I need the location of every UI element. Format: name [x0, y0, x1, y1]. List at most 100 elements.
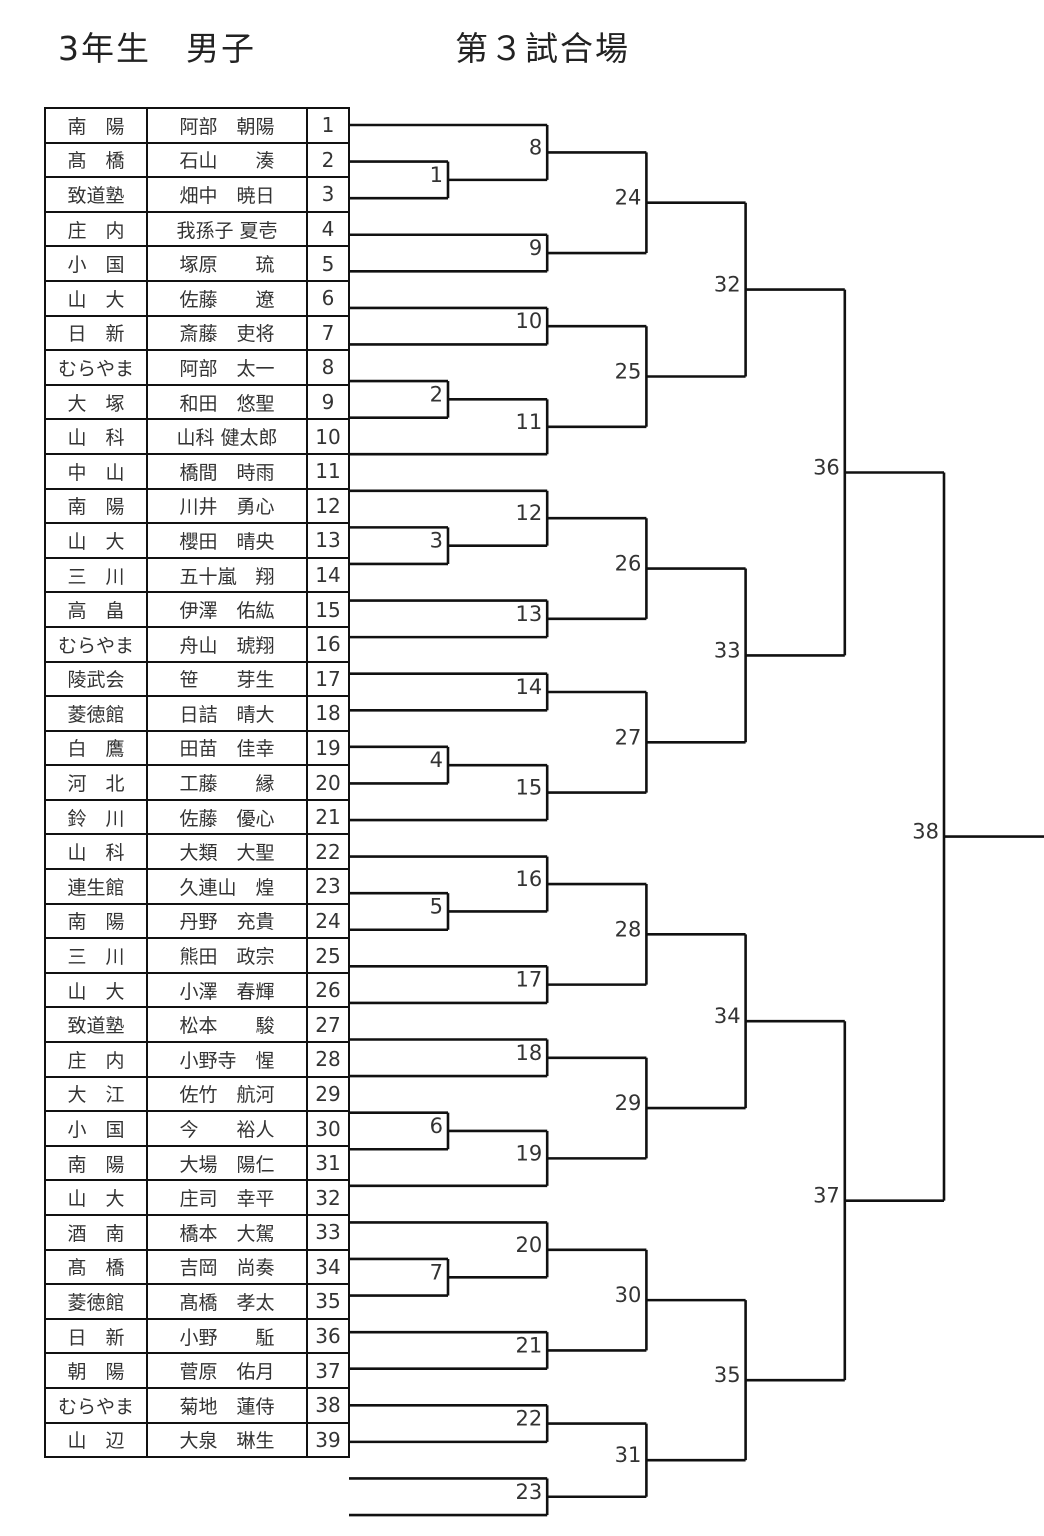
match-number: 11 [515, 410, 542, 434]
school-cell: 南 陽 [44, 487, 148, 525]
number-cell: 18 [306, 695, 350, 732]
match-number: 25 [615, 359, 642, 383]
name-cell: 橋間 時雨 [146, 452, 308, 490]
match-number: 37 [813, 1184, 840, 1208]
match-number: 32 [714, 273, 741, 297]
number-cell: 4 [306, 210, 350, 248]
match-number: 7 [430, 1260, 443, 1284]
number-cell: 15 [306, 591, 350, 628]
number-cell: 20 [306, 764, 350, 801]
name-cell: 庄司 幸平 [146, 1179, 308, 1216]
match-number: 10 [515, 309, 542, 333]
school-cell: 陵武会 [44, 660, 148, 698]
school-cell: 致道塾 [44, 176, 148, 213]
school-cell: 白 鷹 [44, 729, 148, 767]
number-cell: 29 [306, 1075, 350, 1113]
school-cell: むらやま [44, 1386, 148, 1424]
match-number: 5 [430, 894, 443, 918]
match-number: 16 [515, 867, 542, 891]
school-cell: 中 山 [44, 452, 148, 490]
match-number: 24 [615, 186, 642, 210]
match-number: 2 [430, 382, 443, 406]
match-number: 1 [430, 163, 443, 187]
name-cell: 山科 健太郎 [146, 418, 308, 455]
number-cell: 33 [306, 1214, 350, 1251]
number-cell: 35 [306, 1283, 350, 1320]
school-cell: 南 陽 [44, 902, 148, 940]
school-cell: 菱徳館 [44, 695, 148, 732]
match-number: 26 [615, 552, 642, 576]
school-cell: 日 新 [44, 1317, 148, 1355]
match-number: 17 [515, 968, 542, 992]
number-cell: 34 [306, 1248, 350, 1286]
school-cell: 大 塚 [44, 383, 148, 421]
number-cell: 28 [306, 1041, 350, 1078]
match-number: 34 [714, 1004, 741, 1028]
match-number: 38 [912, 820, 939, 844]
number-cell: 25 [306, 937, 350, 974]
match-number: 30 [615, 1283, 642, 1307]
school-cell: 河 北 [44, 764, 148, 801]
school-cell: 三 川 [44, 556, 148, 594]
match-number: 28 [615, 917, 642, 941]
school-cell: 朝 陽 [44, 1352, 148, 1389]
school-cell: 山 大 [44, 279, 148, 317]
number-cell: 26 [306, 971, 350, 1009]
name-cell: 畑中 暁日 [146, 176, 308, 213]
name-cell: 我孫子 夏壱 [146, 210, 308, 248]
match-number: 31 [615, 1443, 642, 1467]
name-cell: 阿部 朝陽 [146, 107, 308, 144]
school-cell: 庄 内 [44, 210, 148, 248]
number-cell: 9 [306, 383, 350, 421]
number-cell: 36 [306, 1317, 350, 1355]
number-cell: 37 [306, 1352, 350, 1389]
name-cell: 川井 勇心 [146, 487, 308, 525]
name-cell: 石山 湊 [146, 141, 308, 179]
name-cell: 髙橋 孝太 [146, 1283, 308, 1320]
school-cell: 山 辺 [44, 1421, 148, 1459]
name-cell: 佐藤 遼 [146, 279, 308, 317]
match-number: 6 [430, 1114, 443, 1138]
school-cell: 山 科 [44, 833, 148, 871]
number-cell: 6 [306, 279, 350, 317]
name-cell: 櫻田 晴央 [146, 522, 308, 559]
number-cell: 30 [306, 1110, 350, 1147]
name-cell: 橋本 大駕 [146, 1214, 308, 1251]
name-cell: 久連山 煌 [146, 868, 308, 905]
match-number: 15 [515, 776, 542, 800]
match-number: 35 [714, 1363, 741, 1387]
school-cell: 山 大 [44, 1179, 148, 1216]
match-number: 27 [615, 725, 642, 749]
name-cell: 工藤 縁 [146, 764, 308, 801]
number-cell: 39 [306, 1421, 350, 1459]
name-cell: 斎藤 吏将 [146, 314, 308, 352]
school-cell: 連生館 [44, 868, 148, 905]
name-cell: 笹 芽生 [146, 660, 308, 698]
name-cell: 日詰 晴大 [146, 695, 308, 732]
match-number: 14 [515, 675, 542, 699]
number-cell: 8 [306, 349, 350, 386]
